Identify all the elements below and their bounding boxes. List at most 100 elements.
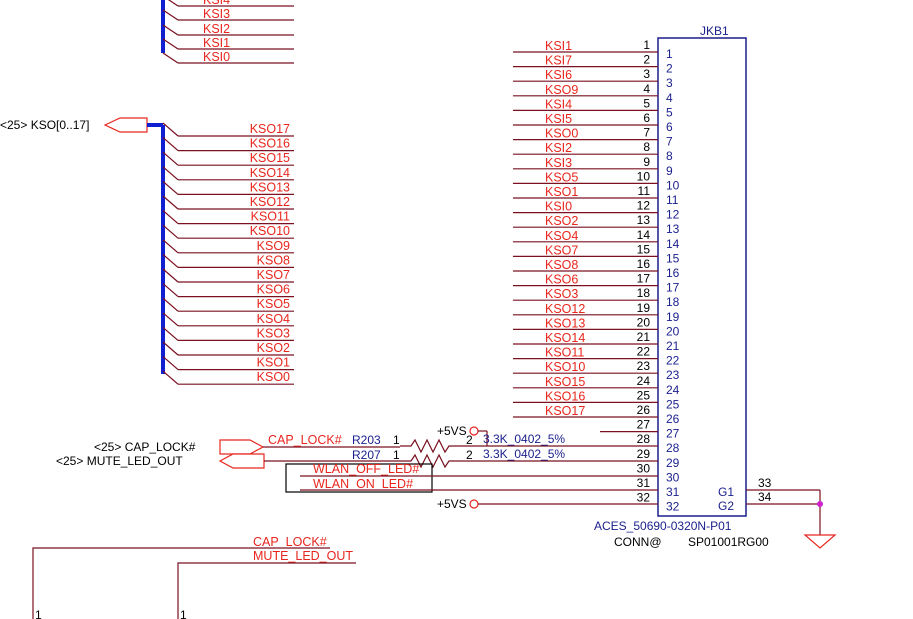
power-5vs-bottom-label: +5VS (437, 497, 467, 511)
ground-symbol (803, 534, 837, 549)
kso-bus-net-label: KSO15 (250, 151, 290, 165)
kso-bus-net-label: KSO3 (257, 326, 290, 340)
connector-inner-pin: 8 (666, 149, 673, 163)
connector-inner-pin: 6 (666, 120, 673, 134)
bottom-pin-b: 1 (180, 608, 187, 619)
connector-pin-number: 27 (637, 418, 651, 432)
kso-bus-net-label: KSO13 (250, 180, 290, 194)
connector-inner-pin: 15 (666, 251, 680, 265)
connector-pin-net: KSO14 (545, 331, 585, 345)
connector-pin-number: 10 (637, 169, 651, 183)
kso-bus-net-label: KSO5 (257, 297, 290, 311)
kso-bus-net-label: KSO10 (250, 224, 290, 238)
kso-bus-net-label: KSO12 (250, 195, 290, 209)
r203-value: 3.3K_0402_5% (483, 432, 565, 446)
connector-pin-net: KSO17 (545, 404, 585, 418)
connector-pin-number: 26 (637, 403, 651, 417)
connector-pin-number: 7 (643, 126, 650, 140)
mute-led-port[interactable]: <25> MUTE_LED_OUT (56, 453, 400, 469)
connector-pin-net: KSO5 (545, 170, 578, 184)
resistor-r203[interactable]: R203 1 2 3.3K_0402_5% (352, 432, 565, 454)
connector-pin-number: 25 (637, 388, 651, 402)
connector-pin-number: 24 (637, 374, 651, 388)
resistor-r207[interactable]: R207 1 2 3.3K_0402_5% (352, 447, 565, 469)
connector-inner-pin: 13 (666, 222, 680, 236)
connector-pin-net: KSO16 (545, 389, 585, 403)
connector-pin-number: 15 (637, 242, 651, 256)
r207-pin2: 2 (466, 448, 473, 462)
r203-pin1: 1 (393, 433, 400, 447)
kso-bus-net-label: KSO9 (257, 239, 290, 253)
wlan-led-box: WLAN_OFF_LED# WLAN_ON_LED# (285, 462, 658, 493)
kso-bus-net-label: KSO8 (257, 253, 290, 267)
connector-inner-pin: 22 (666, 354, 680, 368)
kso-bus-net-label: KSO0 (257, 370, 290, 384)
connector-pin-net: KSI1 (545, 39, 572, 53)
connector-pin-net: KSI4 (545, 97, 572, 111)
connector-inner-pin: 26 (666, 412, 680, 426)
connector-pin-number: 3 (643, 67, 650, 81)
connector-inner-pin: 5 (666, 105, 673, 119)
connector-pin-number: 22 (637, 345, 651, 359)
power-5vs-top-label: +5VS (437, 424, 467, 438)
connector-inner-pin: 1 (666, 47, 673, 61)
top-bus-net-label: KSI0 (203, 50, 230, 64)
connector-bom-right: SP01001RG00 (688, 535, 769, 549)
power-5vs-top: +5VS (437, 424, 658, 462)
connector-pin-net: KSO7 (545, 243, 578, 257)
connector-pin-number: 29 (637, 447, 651, 461)
connector-inner-pin: 23 (666, 368, 680, 382)
connector-pin-net: KSO3 (545, 287, 578, 301)
kso-bus-net-label: KSO2 (257, 341, 290, 355)
r203-pin2: 2 (466, 433, 473, 447)
connector-pin-number: 2 (643, 53, 650, 67)
connector-inner-pin: 4 (666, 91, 673, 105)
connector-pin-number: 23 (637, 359, 651, 373)
connector-inner-pin: 9 (666, 164, 673, 178)
connector-inner-pin: 3 (666, 76, 673, 90)
kso-bus-port[interactable] (103, 117, 148, 133)
connector-pin-net: KSI6 (545, 68, 572, 82)
junction-dot (817, 501, 823, 507)
kso-bus: <25> KSO[0..17] KSO17KSO16KSO15KSO14KSO1… (0, 117, 294, 385)
connector-inner-pin: 10 (666, 178, 680, 192)
kso-bus-net-label: KSO16 (250, 137, 290, 151)
connector-inner-pin: 19 (666, 310, 680, 324)
pin-33-number: 33 (758, 476, 772, 490)
connector-pin-net: KSO11 (545, 346, 584, 360)
connector-inner-pin: 24 (666, 383, 680, 397)
bottom-pin-a: 1 (35, 608, 42, 619)
connector-pin-net: KSO10 (545, 360, 585, 374)
cap-lock-port[interactable]: <25> CAP_LOCK# CAP_LOCK# (94, 433, 400, 455)
top-bus-net-label: KSI1 (203, 36, 230, 50)
connector-inner-pin: 30 (666, 470, 680, 484)
connector-pin-number: 9 (643, 155, 650, 169)
top-bus-net-label: KSI3 (203, 7, 230, 21)
connector-inner-pin: 20 (666, 324, 680, 338)
connector-inner-pin: 32 (666, 500, 680, 514)
connector-inner-pin: 12 (666, 208, 680, 222)
connector-inner-pin: 31 (666, 485, 680, 499)
pin-34-number: 34 (758, 490, 772, 504)
kso-bus-entries: KSO17KSO16KSO15KSO14KSO13KSO12KSO11KSO10… (162, 122, 294, 385)
connector-pin-number: 19 (637, 301, 651, 315)
connector-pin-number: 1 (643, 38, 650, 52)
r207-ref: R207 (352, 448, 381, 462)
connector-part-number: ACES_50690-0320N-P01 (594, 519, 732, 533)
connector-inner-pin: 17 (666, 281, 680, 295)
connector-pin-net: KSO4 (545, 229, 578, 243)
r207-pin1: 1 (393, 448, 400, 462)
connector-pin-net: KSI2 (545, 141, 572, 155)
connector-inner-pin: 21 (666, 339, 680, 353)
connector-pin-number: 4 (643, 82, 650, 96)
connector-pin-net: KSO15 (545, 375, 585, 389)
connector-pin-number: 11 (638, 184, 651, 198)
connector-pin-number: 12 (637, 199, 651, 213)
connector-pin-number: 28 (637, 432, 651, 446)
connector-pin-number: 8 (643, 140, 650, 154)
mute-led-port-label: <25> MUTE_LED_OUT (56, 454, 183, 468)
